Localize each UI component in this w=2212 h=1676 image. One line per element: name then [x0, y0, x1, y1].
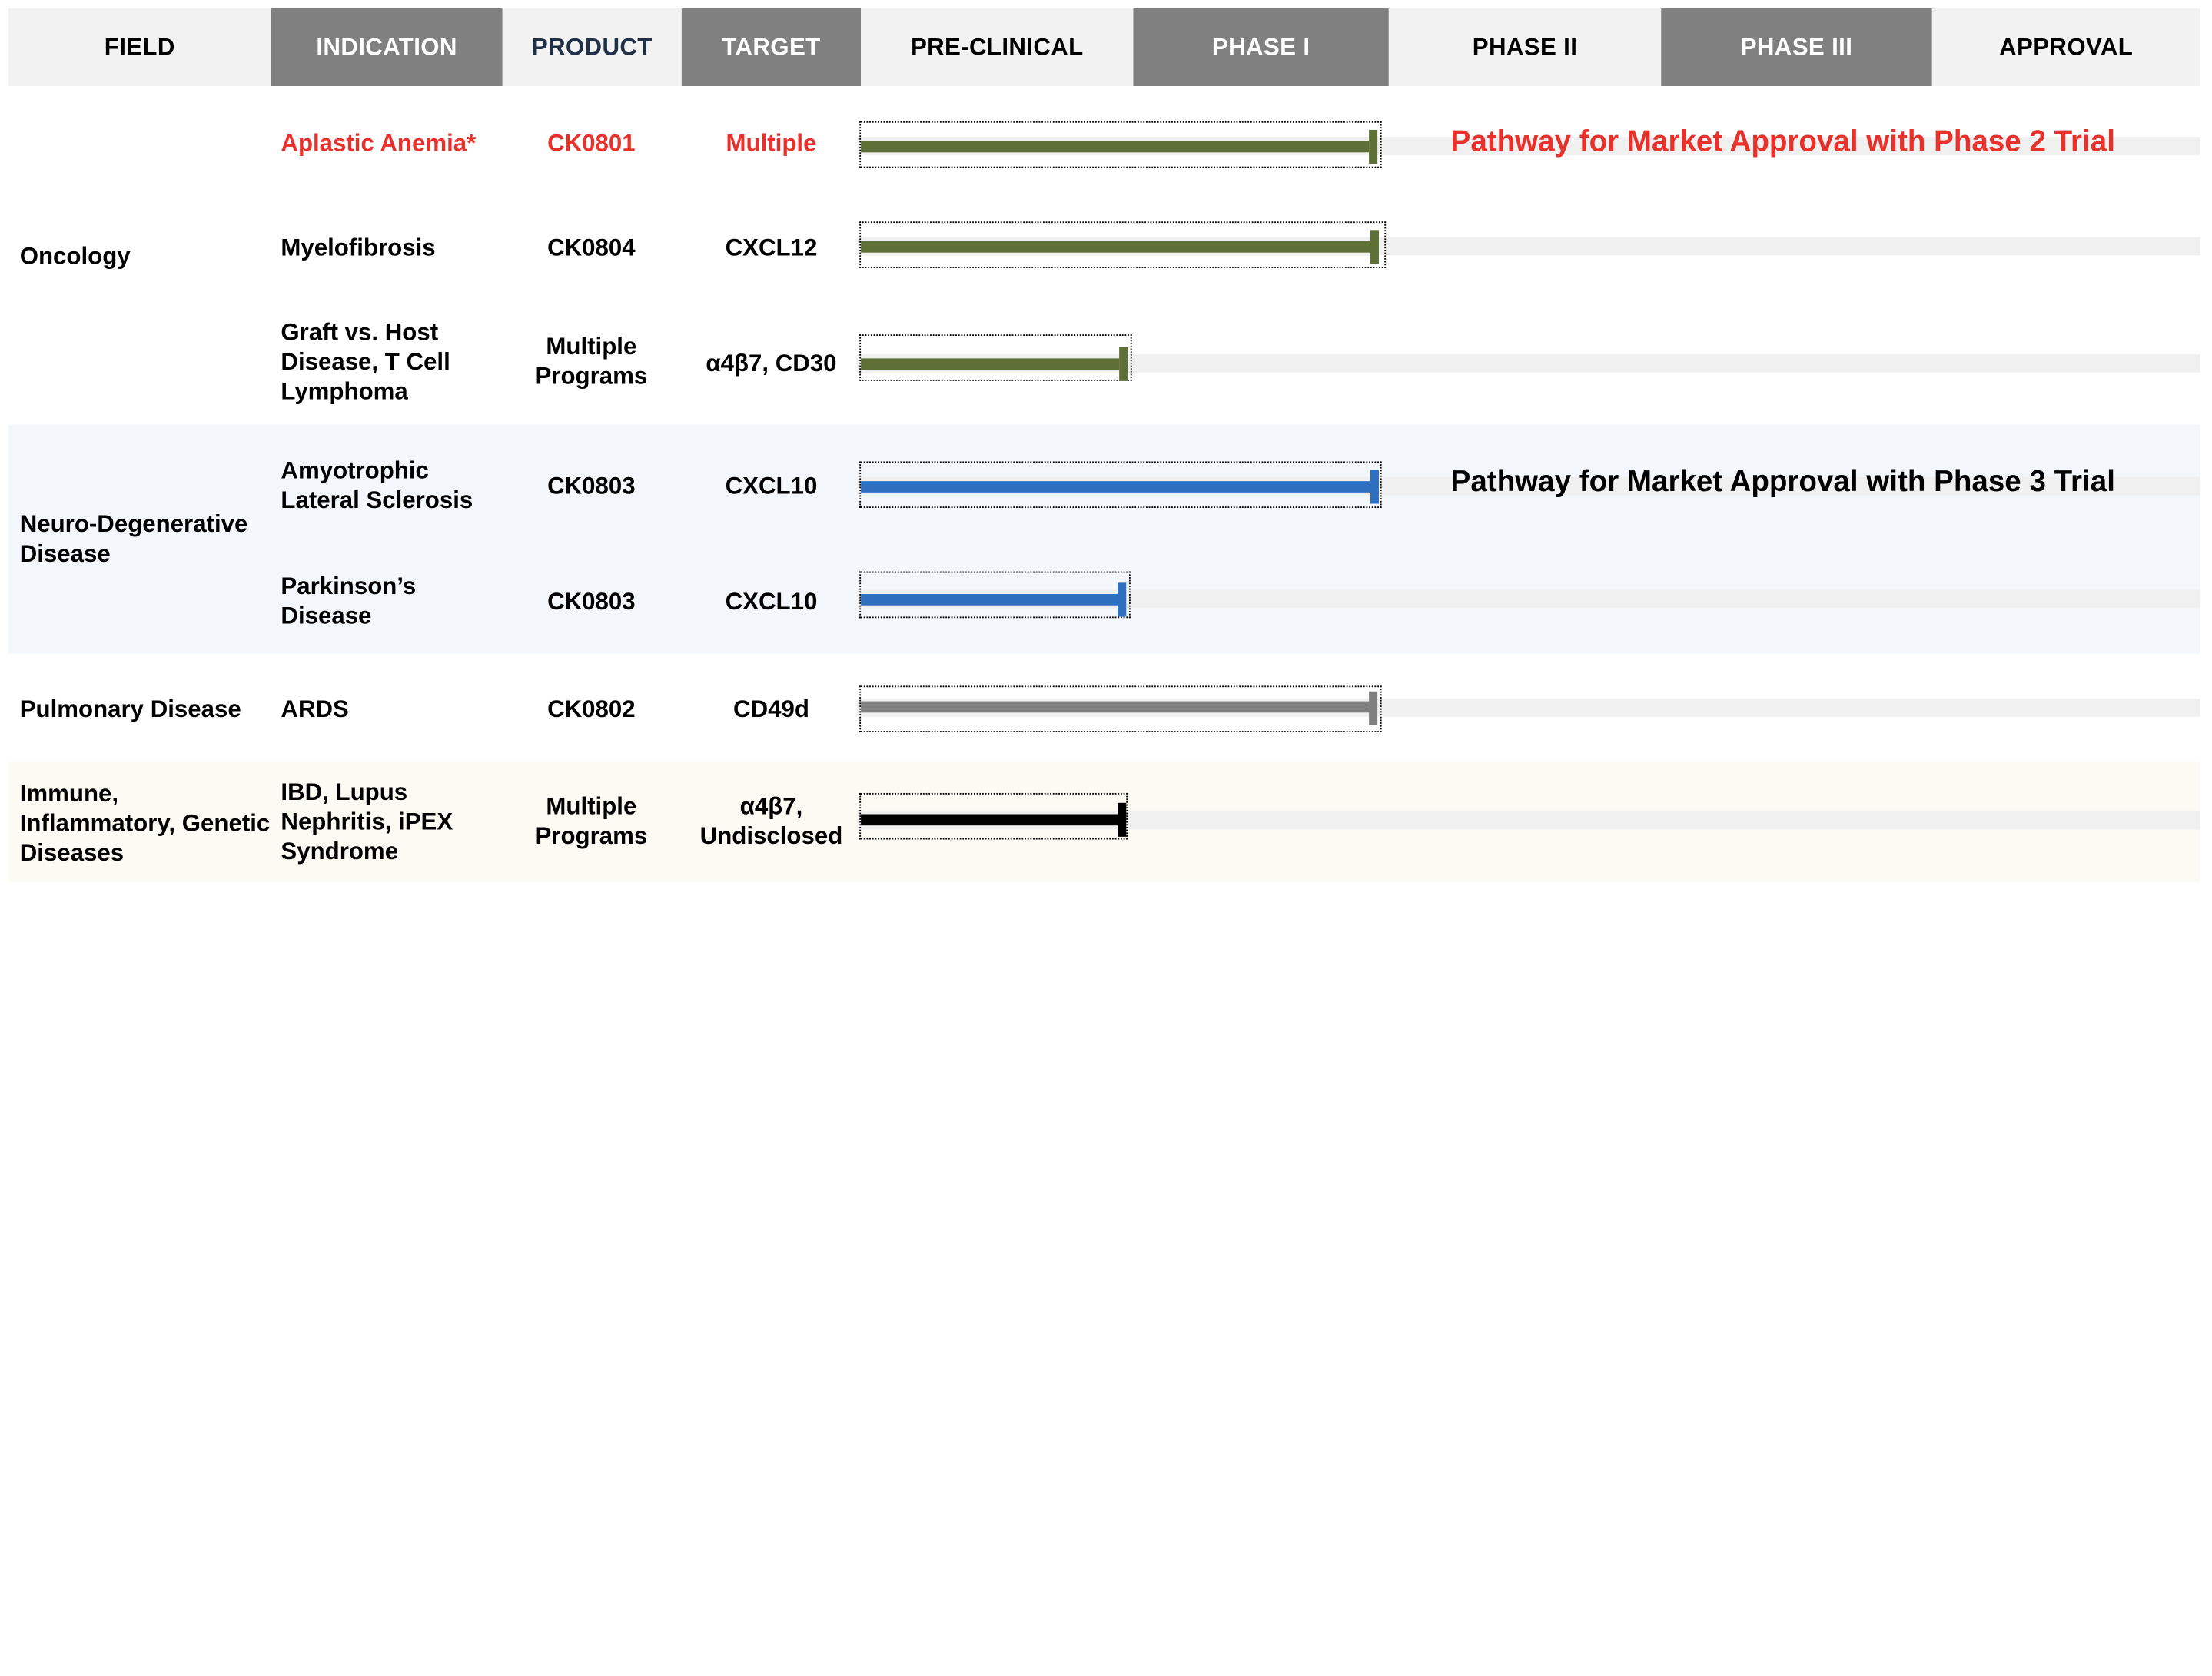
indication-ards: ARDS — [281, 695, 349, 722]
header-product: PRODUCT — [502, 8, 682, 87]
field-neuro: Neuro-Degenerative Disease — [19, 510, 248, 568]
progress-box — [859, 334, 1132, 381]
progress-bar-end — [1369, 691, 1378, 725]
target-multiple: Multiple — [726, 129, 817, 156]
header-phase1: PHASE I — [1133, 8, 1389, 87]
target-cxcl10: CXCL10 — [725, 472, 818, 499]
neuro-band — [8, 424, 2200, 654]
product-ck0802: CK0802 — [547, 695, 636, 722]
header-field: FIELD — [8, 8, 271, 87]
progress-box — [859, 121, 1382, 168]
header-phase2: PHASE II — [1388, 8, 1662, 87]
header-phase3: PHASE III — [1661, 8, 1932, 87]
header-preclinical: PRE-CLINICAL — [861, 8, 1134, 87]
row-track — [856, 353, 2200, 373]
progress-box — [859, 685, 1382, 732]
target-cxcl10: CXCL10 — [725, 587, 818, 615]
progress-box — [859, 571, 1131, 619]
field-oncology: Oncology — [19, 241, 131, 269]
progress-box — [859, 792, 1128, 840]
product-ck0804: CK0804 — [547, 233, 636, 261]
progress-bar — [861, 594, 1120, 606]
progress-bar-end — [1370, 470, 1379, 504]
progress-bar-end — [1119, 347, 1128, 381]
header-approval: APPROVAL — [1931, 8, 2200, 87]
product-ck0801: CK0801 — [547, 129, 636, 156]
progress-box — [859, 221, 1387, 268]
product-multiple-programs: Multiple Programs — [535, 333, 648, 390]
target-cxcl12: CXCL12 — [725, 233, 818, 261]
progress-bar-end — [1369, 129, 1378, 164]
target-cd49d: CD49d — [733, 695, 809, 722]
row-track — [856, 589, 2200, 609]
progress-bar — [861, 141, 1370, 153]
pathway-phase2-label: Pathway for Market Approval with Phase 2… — [1450, 125, 2115, 158]
progress-bar — [861, 358, 1120, 370]
indication-myelofibrosis: Myelofibrosis — [281, 233, 436, 261]
header-target: TARGET — [681, 8, 862, 87]
field-pulmonary: Pulmonary Disease — [19, 695, 241, 722]
progress-box — [859, 461, 1382, 509]
progress-bar — [861, 701, 1372, 713]
header-indication: INDICATION — [271, 8, 503, 87]
indication-parkinsons: Parkinson’s Disease — [281, 572, 417, 629]
progress-bar — [861, 481, 1372, 493]
product-ck0803: CK0803 — [547, 472, 636, 499]
product-multiple-programs: Multiple Programs — [535, 792, 648, 850]
target-a4b7-cd30: α4β7, CD30 — [706, 349, 837, 377]
progress-bar — [861, 814, 1120, 826]
field-immune: Immune, Inflammatory, Genetic Diseases — [19, 779, 271, 866]
indication-gvhd: Graft vs. Host Disease, T Cell Lymphoma — [281, 318, 450, 405]
indication-als: Amyotrophic Lateral Sclerosis — [281, 456, 473, 514]
row-track — [856, 811, 2200, 830]
progress-bar-end — [1370, 230, 1379, 264]
indication-ibd: IBD, Lupus Nephritis, iPEX Syndrome — [281, 778, 453, 865]
product-ck0803: CK0803 — [547, 587, 636, 615]
indication-aplastic-anemia: Aplastic Anemia* — [281, 129, 477, 156]
progress-bar-end — [1118, 802, 1127, 837]
target-a4b7-undisclosed: α4β7, Undisclosed — [699, 792, 843, 850]
pathway-phase3-label: Pathway for Market Approval with Phase 3… — [1450, 465, 2115, 499]
progress-bar — [861, 241, 1372, 253]
progress-bar-end — [1118, 582, 1127, 617]
